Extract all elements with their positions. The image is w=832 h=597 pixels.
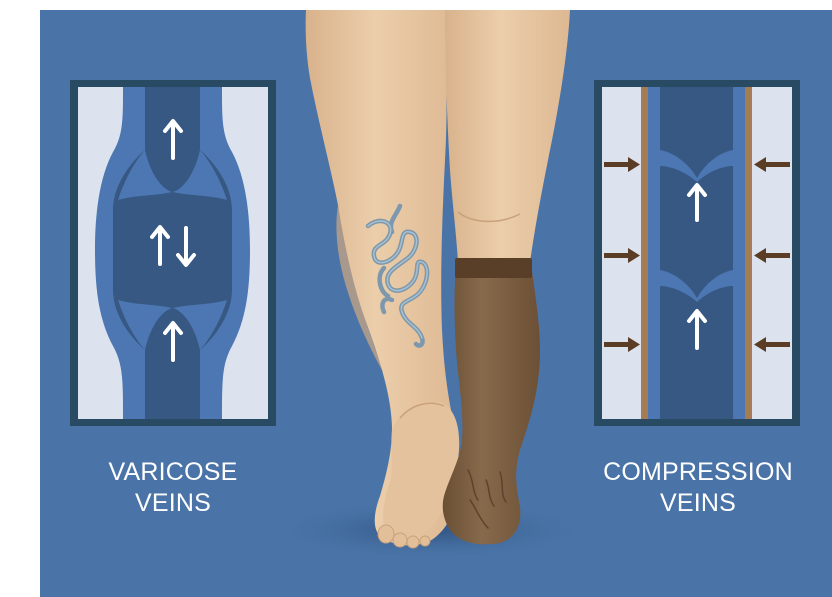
stocking-wall-left xyxy=(641,87,648,419)
varicose-veins-panel xyxy=(70,80,276,426)
compression-veins-caption: COMPRESSION VEINS xyxy=(574,457,822,519)
compression-veins-panel xyxy=(594,80,800,426)
varicose-caption-line1: VARICOSE xyxy=(62,457,284,488)
varicose-caption-line2: VEINS xyxy=(62,488,284,519)
compression-caption-line2: VEINS xyxy=(574,488,822,519)
stocking-wall-right xyxy=(745,87,752,419)
stocking-top-band xyxy=(455,258,532,278)
varicose-veins-caption: VARICOSE VEINS xyxy=(62,457,284,519)
compression-caption-line1: COMPRESSION xyxy=(574,457,822,488)
vein-channel xyxy=(660,87,733,419)
